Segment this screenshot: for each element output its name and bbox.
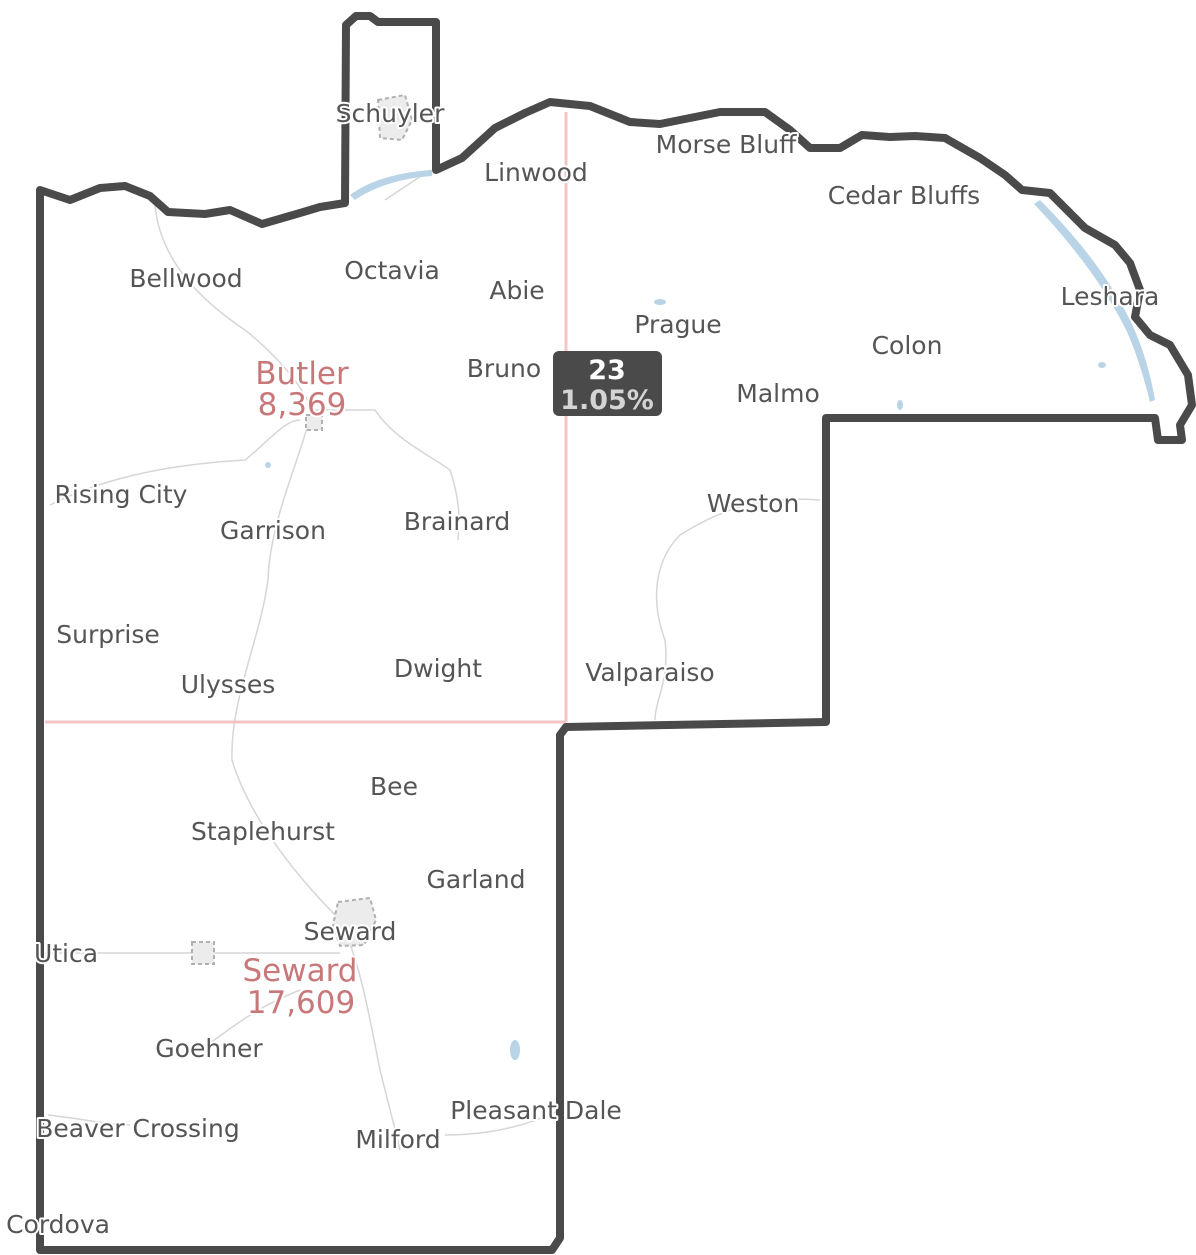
place-valparaiso: Valparaiso xyxy=(585,658,714,687)
place-prague: Prague xyxy=(634,310,721,339)
town-areas xyxy=(191,93,414,965)
place-colon: Colon xyxy=(872,331,943,360)
place-staplehurst: Staplehurst xyxy=(191,817,335,846)
place-cordova: Cordova xyxy=(6,1210,110,1239)
place-leshara: Leshara xyxy=(1061,282,1160,311)
place-seward: Seward xyxy=(304,917,397,946)
district-number: 23 xyxy=(588,355,626,386)
place-malmo: Malmo xyxy=(736,379,819,408)
place-surprise: Surprise xyxy=(56,620,160,649)
place-dwight: Dwight xyxy=(394,654,482,683)
place-cedar-bluffs: Cedar Bluffs xyxy=(828,181,980,210)
district-percent: 1.05% xyxy=(560,385,654,416)
county-labels: Butler 8,369 Seward 17,609 xyxy=(241,354,360,1023)
place-bellwood: Bellwood xyxy=(129,264,242,293)
place-beaver-crossing: Beaver Crossing xyxy=(36,1114,239,1143)
place-pleasant-dale: Pleasant Dale xyxy=(450,1096,622,1125)
place-weston: Weston xyxy=(707,489,800,518)
place-goehner: Goehner xyxy=(155,1034,263,1063)
place-brainard: Brainard xyxy=(404,507,511,536)
place-schuyler: Schuyler xyxy=(336,99,445,128)
county-name-butler: Butler xyxy=(255,356,349,392)
place-bee: Bee xyxy=(370,772,418,801)
place-utica: Utica xyxy=(34,939,98,968)
county-name-seward: Seward xyxy=(243,953,358,989)
district-boundary xyxy=(36,12,1196,1254)
place-ulysses: Ulysses xyxy=(181,670,276,699)
place-garrison: Garrison xyxy=(220,516,326,545)
county-lines xyxy=(45,112,568,724)
water-features xyxy=(265,170,1155,1060)
place-octavia: Octavia xyxy=(344,256,440,285)
place-milford: Milford xyxy=(355,1125,440,1154)
place-abie: Abie xyxy=(489,276,544,305)
place-labels: Schuyler Linwood Morse Bluff Cedar Bluff… xyxy=(4,97,1161,1241)
district-badge[interactable]: 23 1.05% xyxy=(553,351,662,416)
district-badge-background xyxy=(553,351,662,416)
county-population-butler: 8,369 xyxy=(258,387,347,423)
place-rising-city: Rising City xyxy=(55,480,188,509)
place-morse-bluff: Morse Bluff xyxy=(656,130,797,159)
place-bruno: Bruno xyxy=(467,354,541,383)
county-population-seward: 17,609 xyxy=(247,985,355,1021)
place-garland: Garland xyxy=(427,865,526,894)
place-linwood: Linwood xyxy=(484,158,588,187)
